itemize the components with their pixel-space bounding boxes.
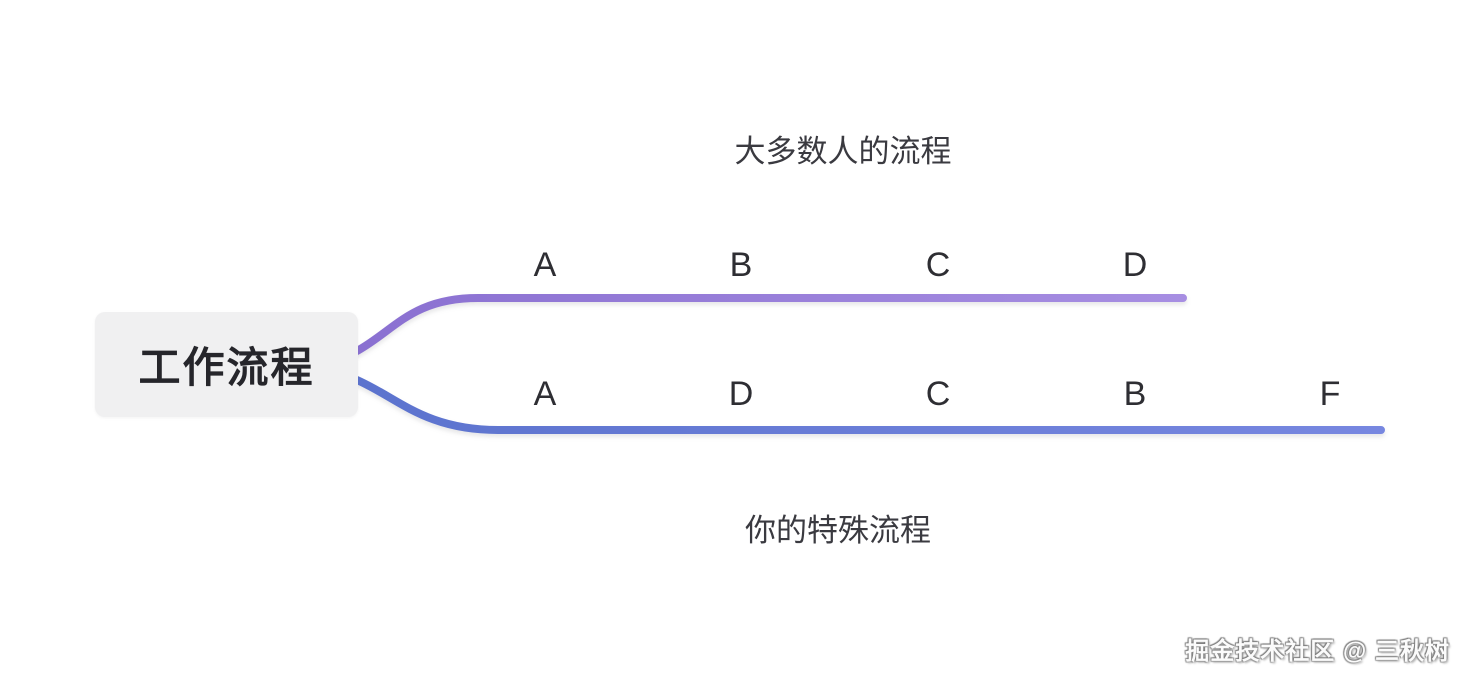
watermark: 掘金技术社区 @ 三秋树 <box>1185 638 1450 665</box>
top-step-3: C <box>925 246 951 284</box>
bottom-branch-title: 你的特殊流程 <box>745 513 931 548</box>
root-node: 工作流程 <box>95 312 358 417</box>
top-step-1: A <box>533 246 557 284</box>
bottom-step-2: D <box>728 375 754 413</box>
top-branch-title: 大多数人的流程 <box>734 134 952 169</box>
bottom-step-1: A <box>533 375 557 413</box>
root-node-label: 工作流程 <box>138 344 315 391</box>
top-branch-line <box>353 294 1187 355</box>
top-step-4: D <box>1122 246 1148 284</box>
bottom-step-3: C <box>925 375 951 413</box>
top-step-2: B <box>729 246 753 284</box>
bottom-step-5: F <box>1319 375 1341 413</box>
bottom-step-4: B <box>1123 375 1147 413</box>
bottom-branch-line <box>353 376 1385 434</box>
